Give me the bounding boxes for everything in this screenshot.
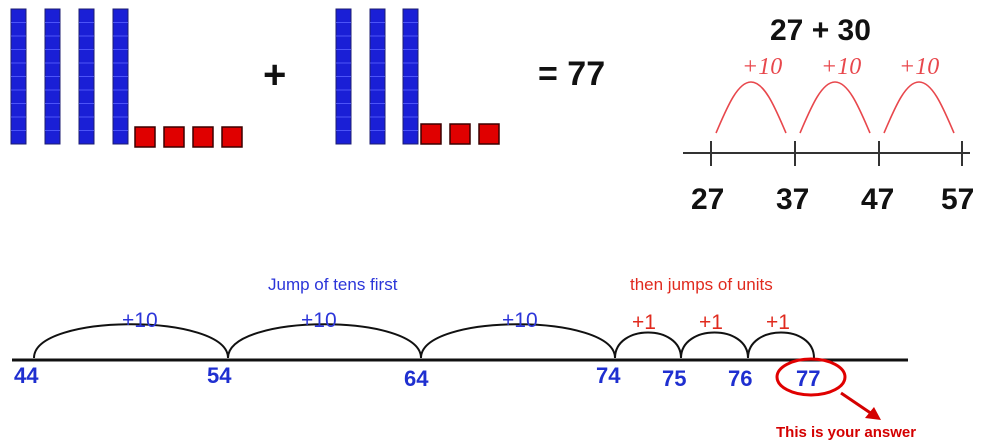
ones-cube [221, 126, 243, 148]
bottom-tick-label: 76 [728, 366, 753, 391]
ten-jump-label: +10 [122, 309, 158, 332]
ones-cube [163, 126, 185, 148]
ten-jump-label: +10 [502, 309, 538, 332]
top-jump-label: +10 [742, 54, 783, 80]
ones-cube [420, 123, 442, 145]
ten-jump-arc [33, 323, 229, 359]
unit-jump-label: +1 [699, 311, 723, 334]
bottom-tick-label: 74 [596, 363, 621, 388]
unit-jump-arc [680, 331, 749, 359]
ten-jump-label: +10 [301, 309, 337, 332]
answer-arrow [840, 391, 873, 416]
answer-note: This is your answer [776, 424, 917, 441]
ten-jump-arc [420, 323, 616, 359]
ones-cube [449, 123, 471, 145]
unit-jump-label: +1 [632, 311, 656, 334]
top-tick-label: 37 [776, 183, 810, 216]
answer-circle [775, 357, 847, 397]
top-equation: 27 + 30 [770, 14, 871, 47]
answer-arrowhead [865, 407, 881, 420]
bottom-tick-label: 44 [14, 363, 39, 388]
top-jump-arc [715, 81, 787, 134]
top-jump-label: +10 [821, 54, 862, 80]
bottom-tick-label: 64 [404, 366, 429, 391]
plus-sign: + [263, 53, 287, 97]
ones-cube [134, 126, 156, 148]
ones-cube [192, 126, 214, 148]
unit-jump-arc [747, 331, 815, 359]
unit-jump-label: +1 [766, 311, 790, 334]
tens-caption: Jump of tens first [268, 275, 398, 294]
top-tick-label: 27 [691, 183, 725, 216]
top-jump-label: +10 [899, 54, 940, 80]
bottom-tick-label: 54 [207, 363, 232, 388]
top-tick-label: 57 [941, 183, 975, 216]
bottom-tick-label: 75 [662, 366, 687, 391]
unit-jump-arc [614, 331, 682, 359]
top-tick-label: 47 [861, 183, 895, 216]
top-jump-arc [799, 81, 871, 134]
units-caption: then jumps of units [630, 275, 773, 294]
ten-jump-arc [227, 323, 422, 359]
top-jump-arc [883, 81, 955, 134]
answer-number: 77 [796, 366, 821, 391]
ones-cube [478, 123, 500, 145]
equals-result: = 77 [538, 55, 606, 93]
